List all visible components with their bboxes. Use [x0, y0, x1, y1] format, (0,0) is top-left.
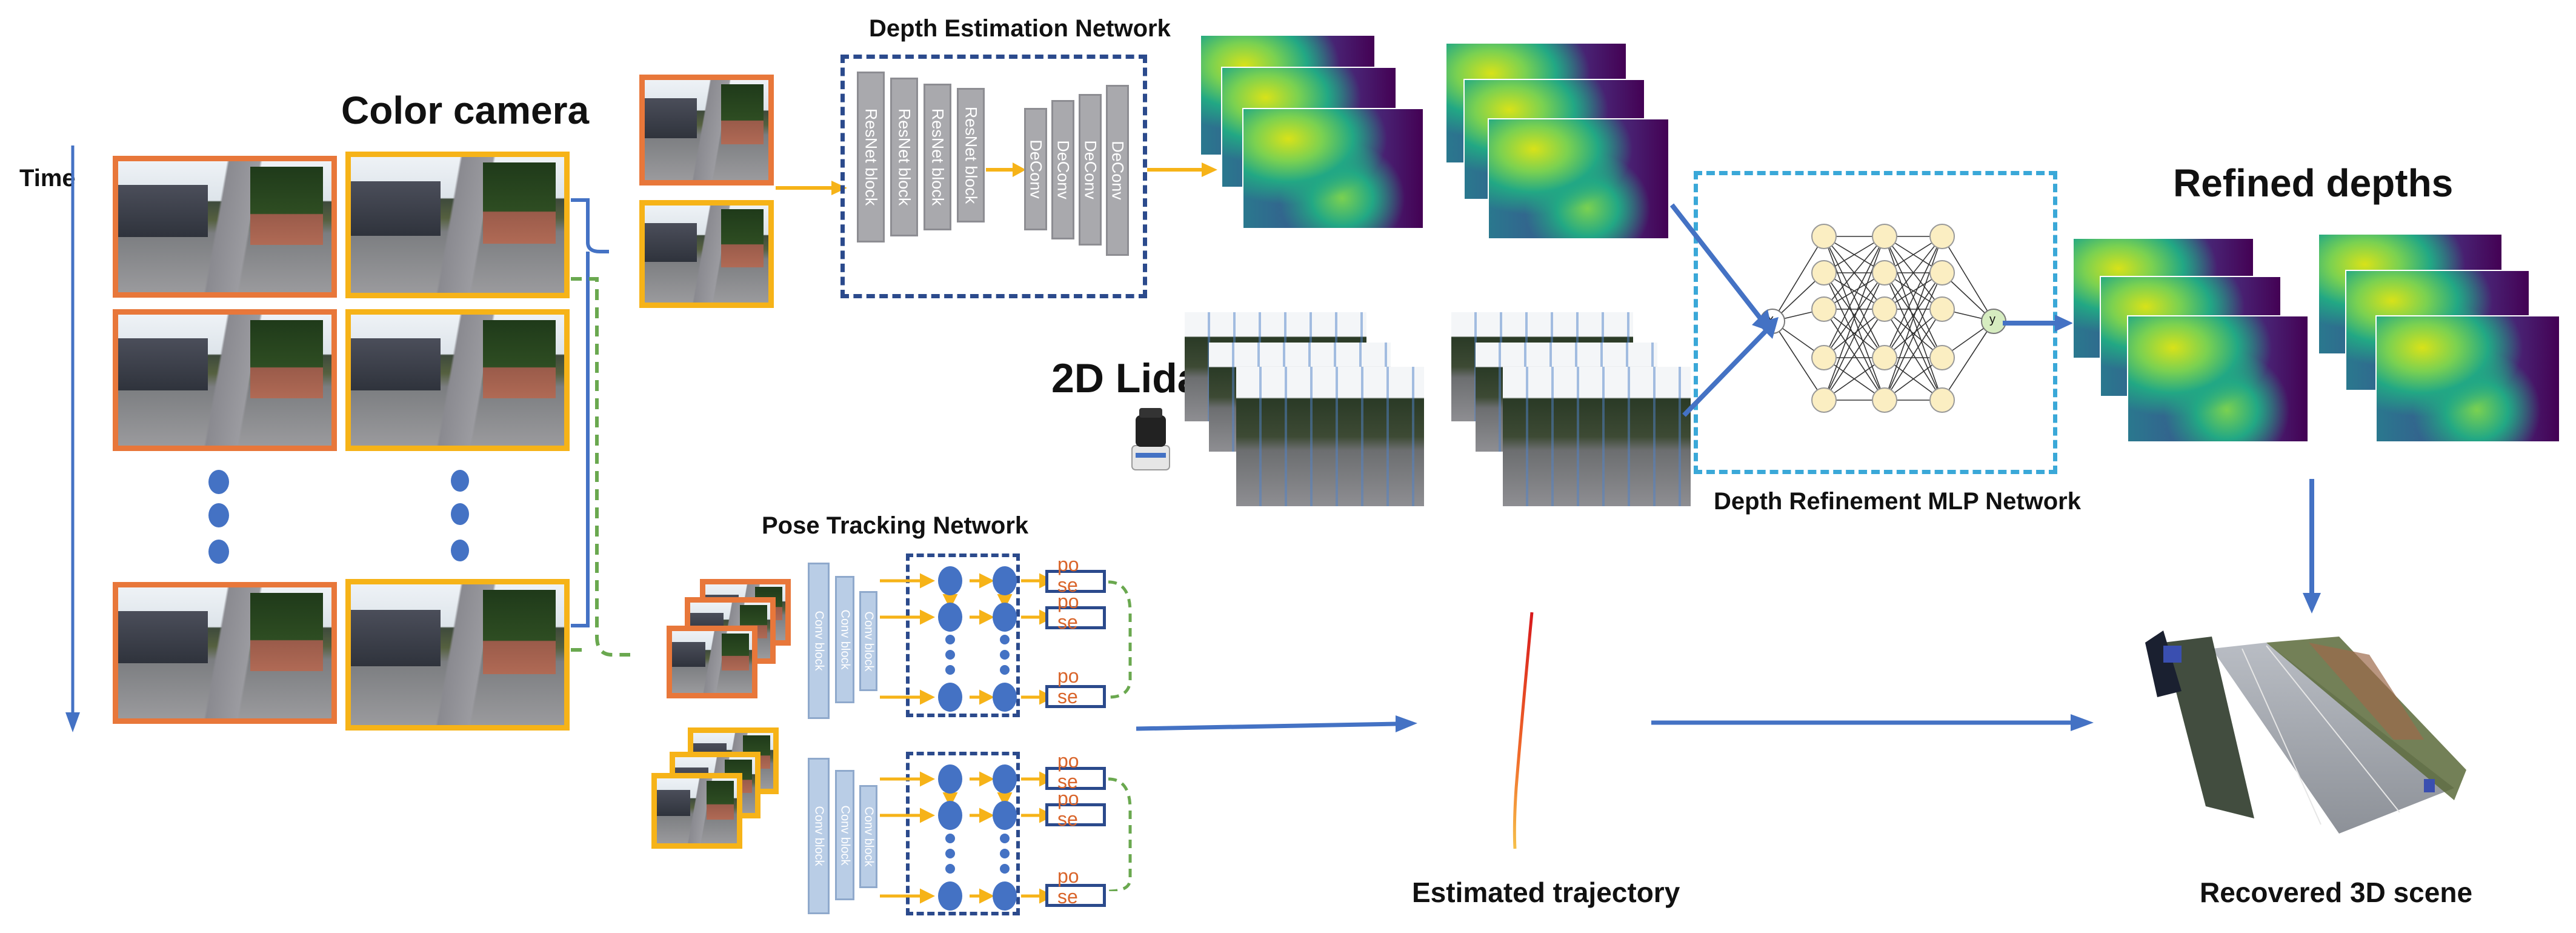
depth-map	[1242, 108, 1424, 229]
ellipsis-dot	[208, 470, 229, 494]
mlp-label: Depth Refinement MLP Network	[1714, 488, 2081, 515]
pose-to-trajectory-arrow	[1136, 715, 1417, 732]
depth-estimation-network	[840, 55, 1147, 298]
frame-brackets	[571, 198, 630, 657]
depth-map	[1488, 118, 1669, 239]
pose-conv-block: Conv block	[835, 770, 854, 900]
recovered-3d-scene	[2145, 630, 2466, 834]
pose-output-box	[1045, 803, 1106, 826]
pose-conv-block: Conv block	[808, 758, 830, 914]
refined-to-scene-arrow	[2303, 479, 2321, 614]
color-camera-label: Color camera	[341, 89, 590, 132]
pose-recurrent-block-lower	[906, 752, 1020, 915]
refined-depth-map	[2127, 315, 2309, 443]
ellipsis-dot	[208, 503, 229, 527]
pose-conv-block: Conv block	[859, 591, 877, 691]
trajectory-curve	[1513, 612, 1534, 849]
pose-conv-block: Conv block	[835, 576, 854, 703]
pose-output-box	[1045, 685, 1106, 708]
lidar-frame	[1236, 367, 1424, 506]
pose-output-box	[1045, 570, 1106, 593]
trajectory-to-scene-arrow	[1651, 714, 2094, 731]
to-depth-maps-arrow	[1147, 162, 1217, 177]
time-label: Time	[19, 165, 76, 192]
camera-frame-yellow-1	[345, 152, 570, 298]
scene3d-label: Recovered 3D scene	[2200, 877, 2473, 908]
resnet-to-deconv-arrow	[986, 162, 1026, 177]
resnet-block: ResNet block	[957, 88, 985, 222]
ellipsis-dot	[451, 470, 469, 492]
pose-output-box	[1045, 606, 1106, 629]
trajectory-label: Estimated trajectory	[1412, 877, 1680, 908]
deconv-block: DeConv	[1024, 108, 1047, 230]
lidar-frame	[1503, 367, 1691, 506]
ellipsis-dot	[451, 503, 469, 525]
camera-frame-yellow-2	[345, 309, 570, 451]
deconv-block: DeConv	[1106, 85, 1129, 256]
pose-output-box	[1045, 884, 1106, 907]
resnet-block: ResNet block	[924, 84, 951, 230]
pose-recurrent-graph	[880, 566, 1054, 911]
depth-input-frame-2	[639, 200, 774, 308]
camera-frame-yellow-3	[345, 579, 570, 731]
depth-input-frame-1	[639, 75, 774, 186]
lidar-sensor-icon	[1131, 408, 1170, 470]
camera-frame-orange-3	[113, 582, 337, 724]
pose-input-frame	[667, 626, 757, 698]
depth-net-label: Depth Estimation Network	[869, 15, 1171, 42]
pose-recurrent-block-upper	[906, 553, 1020, 717]
resnet-block: ResNet block	[890, 78, 918, 236]
mlp-to-refined-arrow	[2003, 315, 2073, 332]
camera-frame-orange-2	[113, 309, 337, 451]
mlp-graph	[1760, 224, 2006, 413]
camera-frame-orange-1	[113, 156, 337, 298]
pose-net-label: Pose Tracking Network	[762, 512, 1029, 539]
lidar-to-mlp-arrow	[1682, 317, 1779, 417]
ellipsis-dot	[208, 540, 229, 564]
deconv-block: DeConv	[1079, 94, 1102, 246]
pose-conv-block: Conv block	[859, 785, 877, 888]
pose-output-box	[1045, 767, 1106, 790]
pose-input-frame	[651, 773, 742, 849]
time-axis-arrow	[65, 145, 80, 732]
to-depth-net-arrow	[776, 181, 847, 195]
refined-depths-label: Refined depths	[2173, 161, 2454, 205]
ellipsis-dot	[451, 540, 469, 561]
mlp-output-node: y	[1989, 313, 1995, 326]
refined-depth-map	[2375, 315, 2560, 443]
deconv-block: DeConv	[1051, 100, 1074, 239]
resnet-block: ResNet block	[857, 72, 885, 242]
pose-conv-block: Conv block	[808, 563, 830, 719]
